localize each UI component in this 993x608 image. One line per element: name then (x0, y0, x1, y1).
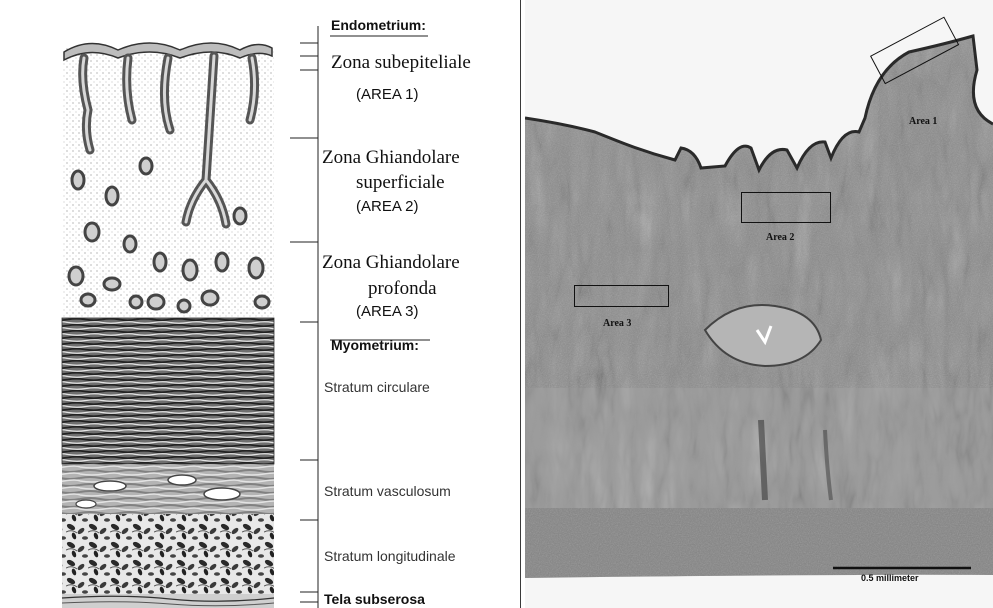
stratum-vasculosum-label: Stratum vasculosum (324, 483, 451, 499)
zone3-name-line1: Zona Ghiandolare (322, 252, 460, 274)
stratum-longitudinale-drawing (62, 514, 274, 594)
area3-box (574, 285, 669, 307)
area2-label: Area 2 (766, 232, 794, 243)
zone2-area: (AREA 2) (356, 198, 419, 215)
uterine-wall-schematic (0, 0, 521, 608)
tela-subserosa-drawing (62, 594, 274, 608)
schematic-panel: Endometrium: Zona subepiteliale (AREA 1)… (0, 0, 521, 608)
zone1-area: (AREA 1) (356, 86, 419, 103)
scale-bar-label: 0.5 millimeter (861, 573, 919, 583)
zone1-name: Zona subepiteliale (331, 52, 471, 74)
endometrium-drawing (62, 43, 274, 318)
area3-label: Area 3 (603, 318, 631, 329)
stratum-circulare-drawing (62, 318, 274, 464)
zone2-name-line2: superficiale (356, 172, 445, 194)
stratum-vasculosum-drawing (62, 464, 274, 514)
endometrium-heading: Endometrium: (331, 17, 426, 33)
micrograph-panel: Area 1 Area 2 Area 3 0.5 millimeter (525, 0, 993, 608)
area2-box (741, 192, 831, 223)
tela-subserosa-label: Tela subserosa (324, 591, 425, 607)
stratum-longitudinale-label: Stratum longitudinale (324, 548, 456, 564)
zone2-name-line1: Zona Ghiandolare (322, 147, 460, 169)
myometrium-heading: Myometrium: (331, 337, 419, 353)
stratum-circulare-label: Stratum circulare (324, 379, 430, 395)
area1-label: Area 1 (909, 116, 937, 127)
zone3-area: (AREA 3) (356, 303, 419, 320)
zone3-name-line2: profonda (368, 278, 437, 300)
